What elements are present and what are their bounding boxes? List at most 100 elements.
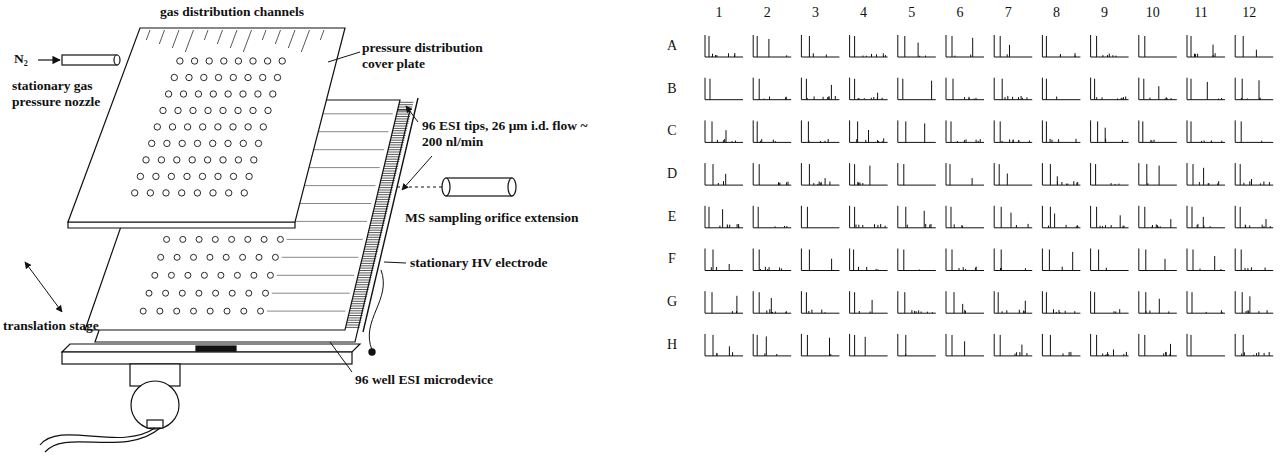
hole-mark bbox=[246, 290, 252, 296]
column-number: 5 bbox=[908, 5, 915, 21]
spectrum-axis bbox=[1235, 163, 1273, 185]
spectrum-peaks bbox=[709, 36, 735, 57]
stroke-mark bbox=[349, 315, 363, 316]
hole-mark bbox=[190, 107, 196, 113]
spectrum-axis bbox=[1042, 35, 1080, 57]
spectrum-peaks bbox=[905, 292, 933, 313]
spectrum-peaks bbox=[1096, 164, 1119, 185]
spectrum-peaks bbox=[1000, 36, 1009, 57]
hole-mark bbox=[168, 173, 174, 179]
hole-mark bbox=[199, 173, 205, 179]
hole-mark bbox=[230, 173, 236, 179]
hole-mark bbox=[174, 308, 180, 314]
spectrum-peaks bbox=[1241, 79, 1260, 100]
spectrum-peaks bbox=[1097, 335, 1127, 356]
stroke-mark bbox=[316, 131, 388, 132]
stroke-mark bbox=[373, 213, 387, 214]
stroke-mark bbox=[398, 107, 412, 108]
stroke-mark bbox=[372, 218, 386, 219]
spectrum-axis bbox=[1139, 334, 1177, 356]
hole-mark bbox=[213, 290, 219, 296]
spectrum-peaks bbox=[904, 250, 920, 271]
hole-mark bbox=[225, 140, 231, 146]
spectrum-axis bbox=[994, 78, 1032, 100]
cover-edge bbox=[68, 222, 295, 228]
spectrum-peaks bbox=[1191, 79, 1222, 100]
spectrum-peaks bbox=[710, 79, 711, 100]
spectrum-peaks bbox=[1046, 36, 1075, 57]
hole-mark bbox=[186, 74, 192, 80]
stroke-mark bbox=[354, 294, 368, 295]
row-letter: F bbox=[668, 251, 676, 267]
stroke-mark bbox=[350, 310, 364, 311]
spectrum-peaks bbox=[952, 250, 976, 271]
stroke-mark bbox=[374, 208, 388, 209]
row-letter: H bbox=[667, 337, 677, 353]
stroke-mark bbox=[393, 130, 407, 131]
stroke-mark bbox=[355, 289, 369, 290]
callout-label: MS sampling orifice extension bbox=[405, 210, 579, 226]
spectrum-axis bbox=[1187, 291, 1225, 313]
spectrum-axis bbox=[1235, 249, 1273, 271]
spectrum-axis bbox=[801, 163, 839, 185]
hole-mark bbox=[152, 272, 158, 278]
spectrum-peaks bbox=[807, 207, 808, 228]
spectrum-peaks bbox=[1046, 79, 1056, 100]
spectrum-peaks bbox=[855, 207, 886, 228]
spectrum-peaks bbox=[1001, 250, 1026, 271]
column-number: 3 bbox=[812, 5, 819, 21]
stroke-mark bbox=[386, 156, 400, 157]
stroke-mark bbox=[359, 272, 373, 273]
stroke-mark bbox=[348, 317, 362, 318]
spectrum-peaks bbox=[1097, 36, 1116, 57]
callout-label: pressure distribution cover plate bbox=[362, 40, 497, 71]
stroke-mark bbox=[217, 30, 222, 44]
spectrum-peaks bbox=[1242, 292, 1267, 313]
hole-mark bbox=[263, 290, 269, 296]
spectrum-peaks bbox=[905, 335, 906, 356]
stroke-mark bbox=[353, 296, 367, 297]
stroke-mark bbox=[387, 154, 401, 155]
gas-label: N₂ bbox=[14, 51, 28, 67]
spectrum-axis bbox=[1091, 334, 1129, 356]
hole-mark bbox=[230, 124, 236, 130]
stroke-mark bbox=[354, 291, 368, 292]
callout-label: gas distribution channels bbox=[160, 4, 304, 20]
hole-mark bbox=[240, 254, 246, 260]
hole-mark bbox=[240, 91, 246, 97]
spectrum-peaks bbox=[758, 207, 787, 228]
stroke-mark bbox=[381, 178, 395, 179]
spectrum-axis bbox=[1235, 206, 1273, 228]
stroke-mark bbox=[380, 185, 394, 186]
spectrum-peaks bbox=[1242, 335, 1270, 356]
spectrum-peaks bbox=[806, 292, 825, 313]
spectrum-axis bbox=[1235, 120, 1273, 142]
hole-mark bbox=[175, 107, 181, 113]
hole-mark bbox=[210, 190, 216, 196]
hole-mark bbox=[220, 107, 226, 113]
stroke-mark bbox=[358, 275, 372, 276]
spectrum-peaks bbox=[712, 121, 736, 142]
spectrum-axis bbox=[994, 334, 1032, 356]
callout-label: translation stage bbox=[3, 318, 99, 334]
spectrum-peaks bbox=[1192, 207, 1210, 228]
hole-mark bbox=[279, 58, 285, 64]
stroke-mark bbox=[360, 268, 374, 269]
spectrum-axis bbox=[1091, 120, 1129, 142]
spectrum-peaks bbox=[1191, 36, 1215, 57]
hole-mark bbox=[207, 254, 213, 260]
stroke-mark bbox=[371, 220, 385, 221]
spectrum-peaks bbox=[757, 335, 777, 356]
column-number: 2 bbox=[764, 5, 771, 21]
hole-mark bbox=[179, 140, 185, 146]
spectrum-axis bbox=[753, 35, 791, 57]
spectrum-peaks bbox=[806, 79, 835, 100]
stroke-mark bbox=[366, 244, 380, 245]
callout-label: stationary gas pressure nozzle bbox=[12, 78, 127, 109]
stroke-mark bbox=[230, 30, 237, 48]
hole-mark bbox=[246, 173, 252, 179]
stroke-mark bbox=[370, 225, 384, 226]
hole-mark bbox=[154, 124, 160, 130]
stroke-mark bbox=[395, 121, 409, 122]
